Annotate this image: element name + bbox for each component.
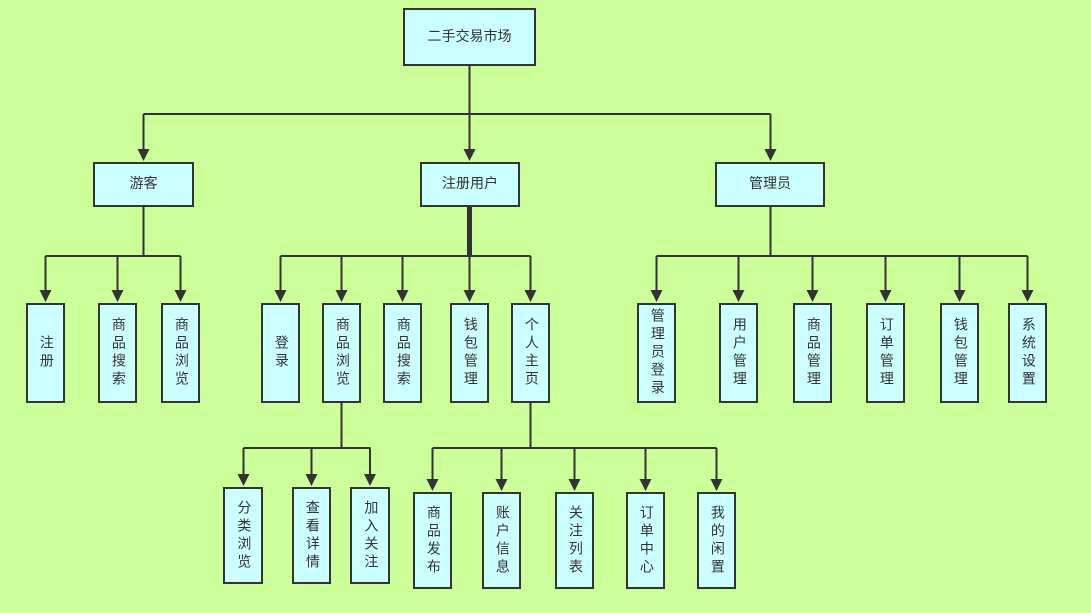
node-admin[interactable]: 管理员 bbox=[715, 162, 825, 207]
node-root[interactable]: 二手交易市场 bbox=[403, 8, 536, 66]
node-category-browse-label: 分类浏览 bbox=[235, 499, 252, 572]
node-system-settings[interactable]: 系统设置 bbox=[1008, 303, 1047, 403]
node-root-label: 二手交易市场 bbox=[427, 28, 512, 45]
node-visitor-product-browse-label: 商品浏览 bbox=[172, 317, 189, 389]
node-product-publish[interactable]: 商品发布 bbox=[413, 492, 452, 589]
node-my-idle[interactable]: 我的闲置 bbox=[697, 492, 736, 589]
node-account-info[interactable]: 账户信息 bbox=[482, 492, 521, 589]
node-admin-product-mgmt-label: 商品管理 bbox=[804, 317, 821, 389]
node-add-follow-label: 加入关注 bbox=[362, 499, 379, 572]
node-register[interactable]: 注册 bbox=[26, 303, 65, 403]
node-user-product-search-label: 商品搜索 bbox=[394, 317, 411, 389]
node-register-label: 注册 bbox=[37, 335, 54, 371]
node-visitor-product-search[interactable]: 商品搜索 bbox=[98, 303, 137, 403]
node-product-publish-label: 商品发布 bbox=[424, 504, 441, 577]
node-view-details-label: 查看详情 bbox=[303, 499, 320, 572]
node-category-browse[interactable]: 分类浏览 bbox=[223, 487, 263, 584]
node-visitor-product-search-label: 商品搜索 bbox=[109, 317, 126, 389]
node-follow-list-label: 关注列表 bbox=[566, 504, 583, 577]
node-system-settings-label: 系统设置 bbox=[1019, 317, 1036, 389]
node-admin-login[interactable]: 管理员登录 bbox=[637, 303, 676, 403]
node-account-info-label: 账户信息 bbox=[493, 504, 510, 577]
node-user-product-browse-label: 商品浏览 bbox=[333, 317, 350, 389]
node-add-follow[interactable]: 加入关注 bbox=[350, 487, 390, 584]
node-admin-login-label: 管理员登录 bbox=[648, 308, 665, 398]
node-login[interactable]: 登录 bbox=[261, 303, 300, 403]
node-view-details[interactable]: 查看详情 bbox=[292, 487, 331, 584]
node-order-center-label: 订单中心 bbox=[637, 504, 654, 577]
node-admin-label: 管理员 bbox=[749, 176, 791, 193]
node-registered-user[interactable]: 注册用户 bbox=[420, 162, 520, 207]
node-visitor[interactable]: 游客 bbox=[93, 162, 194, 207]
connector-lines bbox=[39, 66, 1034, 491]
node-admin-wallet-mgmt-label: 钱包管理 bbox=[951, 317, 968, 389]
node-admin-order-mgmt-label: 订单管理 bbox=[877, 317, 894, 389]
node-order-center[interactable]: 订单中心 bbox=[626, 492, 665, 589]
node-follow-list[interactable]: 关注列表 bbox=[555, 492, 594, 589]
node-my-idle-label: 我的闲置 bbox=[708, 504, 725, 577]
node-admin-order-mgmt[interactable]: 订单管理 bbox=[866, 303, 905, 403]
node-personal-home[interactable]: 个人主页 bbox=[511, 303, 550, 403]
node-user-product-browse[interactable]: 商品浏览 bbox=[322, 303, 361, 403]
node-admin-user-mgmt-label: 用户管理 bbox=[730, 317, 747, 389]
node-admin-product-mgmt[interactable]: 商品管理 bbox=[793, 303, 832, 403]
node-user-wallet-mgmt-label: 钱包管理 bbox=[461, 317, 478, 389]
node-visitor-label: 游客 bbox=[129, 176, 158, 193]
node-user-wallet-mgmt[interactable]: 钱包管理 bbox=[450, 303, 489, 403]
node-personal-home-label: 个人主页 bbox=[522, 317, 539, 389]
node-visitor-product-browse[interactable]: 商品浏览 bbox=[161, 303, 200, 403]
node-admin-wallet-mgmt[interactable]: 钱包管理 bbox=[940, 303, 979, 403]
node-admin-user-mgmt[interactable]: 用户管理 bbox=[719, 303, 758, 403]
node-user-product-search[interactable]: 商品搜索 bbox=[383, 303, 422, 403]
node-login-label: 登录 bbox=[272, 335, 289, 371]
node-registered-user-label: 注册用户 bbox=[442, 176, 498, 193]
